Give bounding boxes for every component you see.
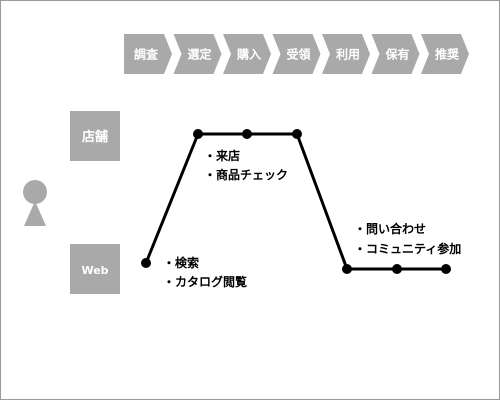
note-web-first-line-2: ・カタログ閲覧 <box>163 274 247 289</box>
journey-point-1 <box>141 258 151 268</box>
note-web-second-line-2: ・コミュニティ参加 <box>354 241 461 256</box>
stage-chevron-6 <box>371 34 420 74</box>
journey-point-7 <box>441 264 451 274</box>
journey-point-3 <box>242 129 252 139</box>
note-web-second: ・問い合わせ ・コミュニティ参加 <box>354 221 461 256</box>
note-store-line-2: ・商品チェック <box>204 167 288 182</box>
channel-web-box <box>70 244 120 294</box>
journey-point-6 <box>392 264 402 274</box>
note-web-first: ・検索 ・カタログ閲覧 <box>163 255 247 289</box>
stage-chevron-5 <box>322 34 370 74</box>
journey-point-4 <box>292 129 302 139</box>
note-store-line-1: ・来店 <box>204 148 240 163</box>
stage-label-6: 保有 <box>384 47 409 62</box>
stage-chevron-7 <box>421 34 469 74</box>
channel-store-label: 店舗 <box>82 129 108 145</box>
person-body <box>24 201 46 226</box>
stage-label-7: 推奨 <box>435 47 460 62</box>
journey-point-2 <box>193 129 203 139</box>
journey-point-5 <box>342 264 352 274</box>
person-icon <box>23 180 47 226</box>
note-store: ・来店 ・商品チェック <box>204 148 288 182</box>
stage-chevron-2 <box>173 34 222 74</box>
stage-chevron-3 <box>223 34 271 74</box>
stage-label-1: 調査 <box>134 47 159 62</box>
channel-store-box <box>70 111 120 161</box>
note-web-first-line-1: ・検索 <box>163 255 199 270</box>
channel-web: Web <box>70 244 120 294</box>
note-web-second-line-1: ・問い合わせ <box>354 221 426 236</box>
stage-label-5: 利用 <box>336 47 360 62</box>
stage-label-4: 受領 <box>286 47 311 62</box>
person-head <box>23 180 47 204</box>
channel-web-label: Web <box>81 264 108 277</box>
stage-label-3: 購入 <box>236 47 261 62</box>
stage-label-2: 選定 <box>187 47 211 62</box>
channel-store: 店舗 <box>70 111 120 161</box>
stage-chevron-4 <box>272 34 321 74</box>
stage-chevron-1 <box>124 34 172 74</box>
journey-points <box>141 129 451 274</box>
stage-row: 調査 選定 購入 受領 利用 保有 推奨 <box>124 34 469 74</box>
